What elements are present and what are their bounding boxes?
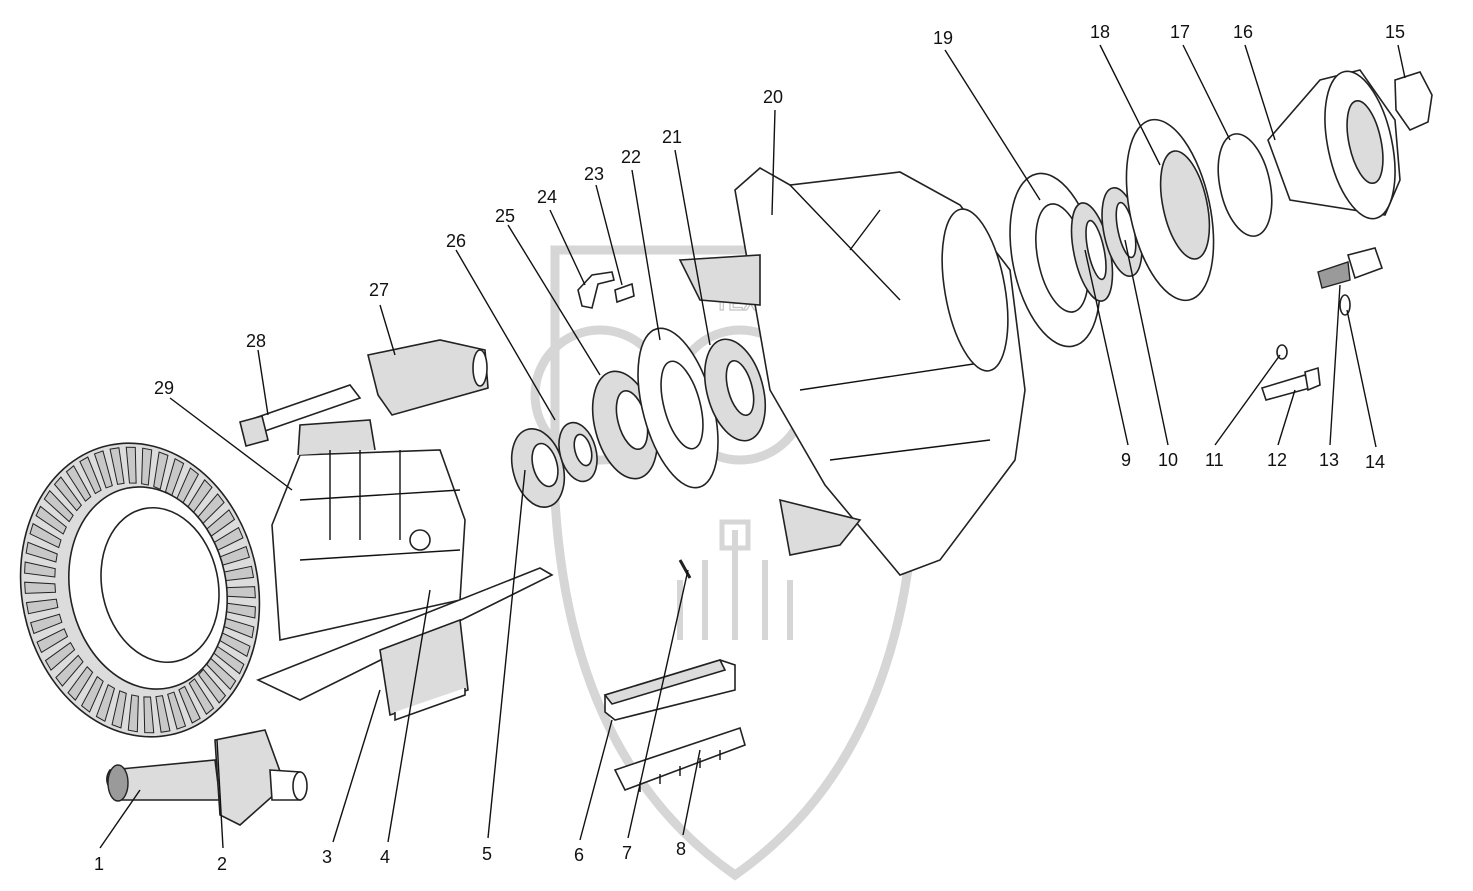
bracket <box>367 339 489 416</box>
drive-pinion <box>106 729 308 826</box>
seal-21 <box>703 338 767 442</box>
label-3: 3 <box>322 847 332 867</box>
gear-tooth <box>36 628 69 654</box>
label-26: 26 <box>446 231 466 251</box>
cross-pin <box>239 384 362 447</box>
spacer-25 <box>558 421 598 483</box>
label-1: 1 <box>94 854 104 874</box>
axle-housing <box>678 167 1026 576</box>
gear-tooth <box>25 598 59 615</box>
gear-tooth <box>153 451 169 490</box>
label-8: 8 <box>676 839 686 859</box>
label-24: 24 <box>537 187 557 207</box>
label-7: 7 <box>622 843 632 863</box>
cover-plate-6 <box>603 659 736 721</box>
gear-tooth <box>43 489 74 523</box>
label-19: 19 <box>933 28 953 48</box>
gear-tooth <box>24 561 56 578</box>
gear-tooth <box>25 541 58 563</box>
label-12: 12 <box>1267 450 1287 470</box>
gear-tooth <box>67 665 94 701</box>
label-2: 2 <box>217 854 227 874</box>
washer-14 <box>1339 294 1351 316</box>
companion-flange-16 <box>1267 69 1401 220</box>
gear-tooth <box>53 476 82 512</box>
differential-carrier <box>255 419 554 722</box>
gear-tooth <box>167 691 187 730</box>
gear-tooth <box>79 456 102 495</box>
label-22: 22 <box>621 147 641 167</box>
bolt-plate-8 <box>613 726 746 792</box>
label-21: 21 <box>662 127 682 147</box>
gear-tooth <box>65 465 92 502</box>
label-29: 29 <box>154 378 174 398</box>
gear-tooth <box>93 450 113 489</box>
label-27: 27 <box>369 280 389 300</box>
gear-tooth <box>24 581 57 594</box>
bolt-23 <box>614 282 635 304</box>
pin-7 <box>678 559 692 579</box>
flange-18 <box>1125 118 1215 302</box>
leader-lines <box>99 44 1406 849</box>
label-18: 18 <box>1090 22 1110 42</box>
bolt-12 <box>1260 366 1321 401</box>
label-11: 11 <box>1205 450 1224 470</box>
label-9: 9 <box>1121 450 1131 470</box>
label-6: 6 <box>574 845 584 865</box>
label-16: 16 <box>1233 22 1253 42</box>
ring-17 <box>1217 133 1273 237</box>
nut-15 <box>1394 71 1433 131</box>
gear-tooth <box>35 505 67 535</box>
label-28: 28 <box>246 331 266 351</box>
gear-tooth <box>155 695 171 733</box>
gear-tooth <box>95 683 116 723</box>
gear-tooth <box>44 641 76 671</box>
gear-tooth <box>125 446 137 484</box>
watermark-wheat-icon <box>677 519 793 640</box>
gear-tooth <box>141 447 153 486</box>
label-10: 10 <box>1158 450 1178 470</box>
gear-tooth <box>29 522 62 549</box>
label-14: 14 <box>1365 452 1385 472</box>
gear-tooth <box>178 685 201 724</box>
part-labels: 1 2 3 4 5 6 7 8 9 10 11 12 13 14 15 16 1… <box>94 22 1405 874</box>
gear-tooth <box>198 668 227 704</box>
label-23: 23 <box>584 164 604 184</box>
fitting-24 <box>577 271 615 309</box>
label-20: 20 <box>763 87 783 107</box>
label-5: 5 <box>482 844 492 864</box>
flange-21 <box>637 327 719 489</box>
gear-tooth <box>30 613 63 635</box>
gear-tooth <box>127 694 139 733</box>
gear-tooth <box>55 654 84 687</box>
label-13: 13 <box>1319 450 1339 470</box>
label-15: 15 <box>1385 22 1405 42</box>
label-4: 4 <box>380 847 390 867</box>
gear-tooth <box>109 447 125 485</box>
ring-gear <box>19 442 261 738</box>
gear-tooth <box>188 678 215 715</box>
label-25: 25 <box>495 206 515 226</box>
gear-tooth <box>111 690 127 729</box>
gear-tooth <box>80 675 104 713</box>
gear-tooth <box>143 696 155 734</box>
bolt-13 <box>1317 247 1384 289</box>
label-17: 17 <box>1170 22 1190 42</box>
